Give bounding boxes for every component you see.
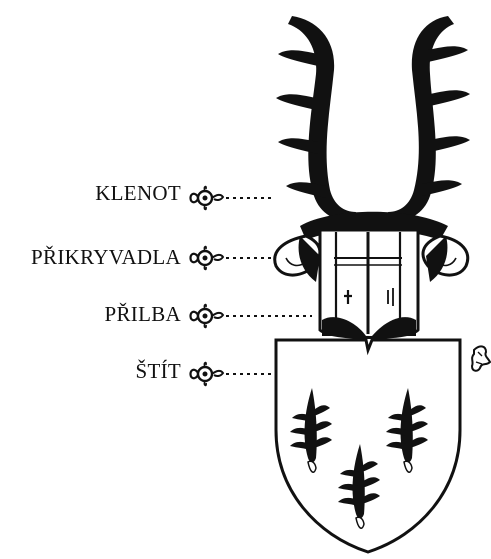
pointer-prilba-icon [191,305,313,328]
shield [276,340,460,552]
pointer-klenot-icon [191,187,273,210]
pointer-prikryvadla-icon [191,247,273,270]
pointer-stit-icon [191,363,281,386]
crest-antlers [276,16,470,240]
helmet [320,230,418,338]
heraldic-lion-mark-icon [472,346,490,370]
